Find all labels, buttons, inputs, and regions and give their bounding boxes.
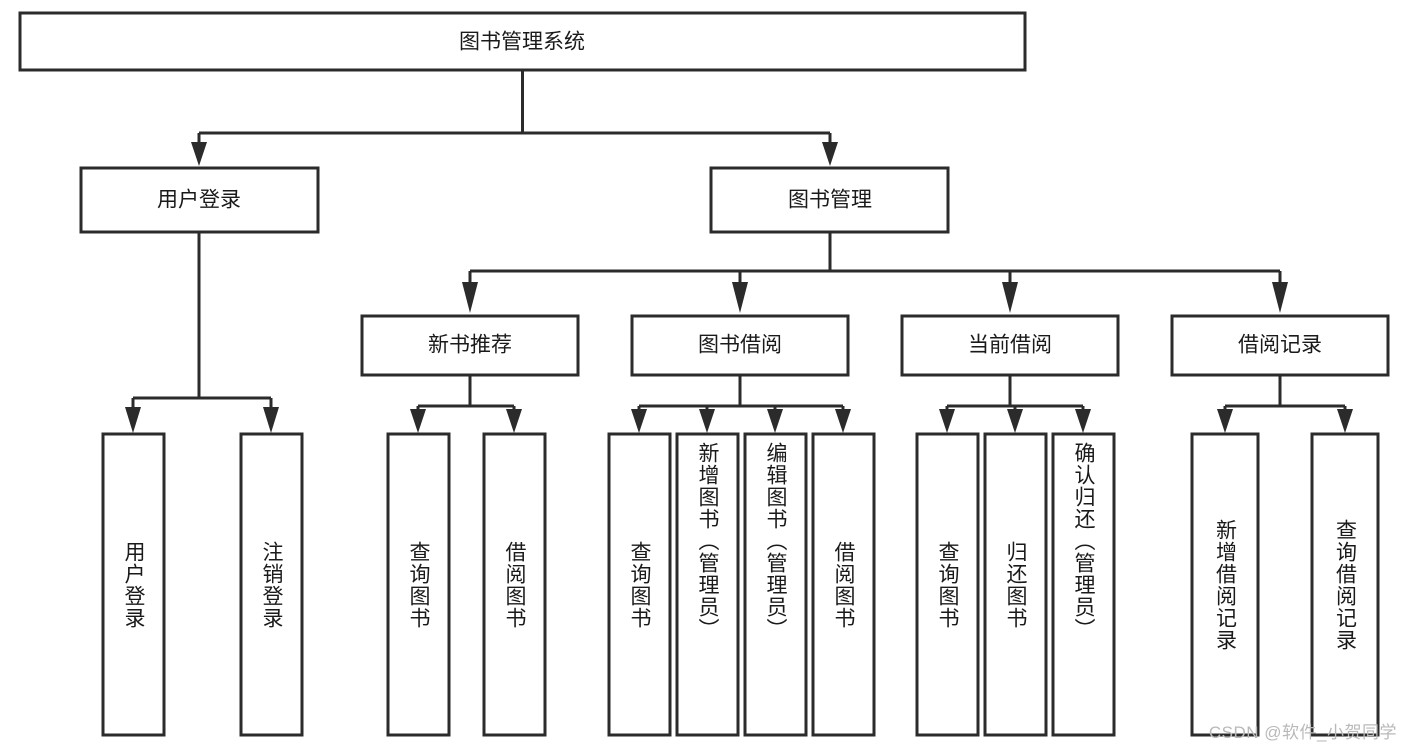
leaf-nodes-group bbox=[101, 432, 1380, 737]
node-leaf-add-record-box[interactable] bbox=[1190, 432, 1260, 737]
connector-group-book-management bbox=[462, 232, 1288, 313]
node-borrow-record-box[interactable] bbox=[1170, 314, 1390, 377]
node-user-login-box[interactable] bbox=[79, 166, 320, 234]
node-leaf-edit-book-box[interactable] bbox=[743, 432, 808, 737]
node-leaf-return-book-box[interactable] bbox=[983, 432, 1048, 737]
arrow-head-leaf-confirm-return bbox=[1075, 409, 1091, 433]
node-book-borrow-label: 图书借阅 bbox=[698, 334, 782, 357]
node-user-login-label: 用户登录 bbox=[157, 189, 241, 212]
node-new-book-recommend-box[interactable] bbox=[360, 314, 580, 377]
node-new-book-recommend-label: 新书推荐 bbox=[428, 334, 512, 357]
node-book-borrow[interactable]: 图书借阅 bbox=[630, 314, 850, 377]
node-new-book-recommend[interactable]: 新书推荐 bbox=[360, 314, 580, 377]
node-root-box[interactable] bbox=[18, 11, 1027, 72]
node-root[interactable]: 图书管理系统 bbox=[18, 11, 1027, 72]
node-root-label: 图书管理系统 bbox=[459, 31, 585, 54]
node-current-borrow[interactable]: 当前借阅 bbox=[900, 314, 1120, 377]
arrow-head-leaf-query-book-2 bbox=[631, 409, 647, 433]
arrow-head-leaf-user-login bbox=[125, 407, 141, 433]
node-leaf-logout-box[interactable] bbox=[239, 432, 304, 737]
node-leaf-borrow-book-2-box[interactable] bbox=[811, 432, 876, 737]
node-leaf-query-book-2-box[interactable] bbox=[607, 432, 672, 737]
arrow-head-book-borrow bbox=[732, 282, 748, 313]
arrow-head-current-borrow bbox=[1002, 282, 1018, 313]
connector-group-new-book-recommend bbox=[410, 375, 522, 433]
connector-group-book-borrow bbox=[631, 375, 851, 433]
connector-group-borrow-record bbox=[1217, 375, 1353, 433]
arrow-head-leaf-add-book bbox=[699, 409, 715, 433]
arrow-head-book-management bbox=[822, 142, 838, 166]
node-current-borrow-box[interactable] bbox=[900, 314, 1120, 377]
arrow-head-leaf-borrow-book-2 bbox=[835, 409, 851, 433]
node-leaf-query-book-1-box[interactable] bbox=[386, 432, 451, 737]
node-borrow-record[interactable]: 借阅记录 bbox=[1170, 314, 1390, 377]
node-borrow-record-label: 借阅记录 bbox=[1238, 334, 1322, 357]
arrow-head-leaf-borrow-book-1 bbox=[506, 409, 522, 433]
csdn-watermark: CSDN @软件_小贺同学 bbox=[1208, 723, 1397, 742]
arrow-head-leaf-query-record bbox=[1337, 409, 1353, 433]
node-user-login[interactable]: 用户登录 bbox=[79, 166, 320, 234]
arrow-head-borrow-record bbox=[1272, 282, 1288, 313]
node-book-management-box[interactable] bbox=[709, 166, 950, 234]
arrow-head-leaf-query-book-3 bbox=[939, 409, 955, 433]
node-leaf-confirm-return-box[interactable] bbox=[1051, 432, 1116, 737]
arrow-head-new-book-recommend bbox=[462, 282, 478, 313]
connector-group-current-borrow bbox=[939, 375, 1091, 433]
node-leaf-borrow-book-1-box[interactable] bbox=[482, 432, 547, 737]
connector-group-root bbox=[191, 70, 838, 166]
arrow-head-leaf-logout bbox=[263, 407, 279, 433]
node-book-borrow-box[interactable] bbox=[630, 314, 850, 377]
connector-group-user-login bbox=[125, 232, 279, 433]
node-leaf-query-record-box[interactable] bbox=[1310, 432, 1380, 737]
arrow-head-leaf-add-record bbox=[1217, 409, 1233, 433]
arrow-head-leaf-query-book-1 bbox=[410, 409, 426, 433]
node-leaf-query-book-3-box[interactable] bbox=[915, 432, 980, 737]
arrow-head-user-login bbox=[191, 142, 207, 166]
arrow-head-leaf-return-book bbox=[1007, 409, 1023, 433]
arrow-head-leaf-edit-book bbox=[767, 409, 783, 433]
node-current-borrow-label: 当前借阅 bbox=[968, 334, 1052, 357]
node-leaf-add-book-box[interactable] bbox=[675, 432, 740, 737]
node-leaf-user-login-box[interactable] bbox=[101, 432, 166, 737]
node-book-management-label: 图书管理 bbox=[788, 189, 872, 212]
node-book-management[interactable]: 图书管理 bbox=[709, 166, 950, 234]
